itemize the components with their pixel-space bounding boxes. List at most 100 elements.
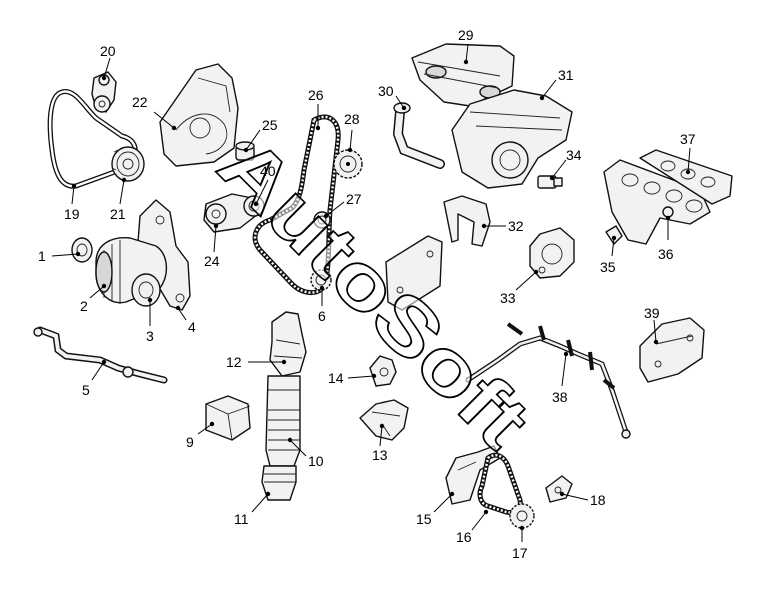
- callout-30-number: 30: [378, 83, 394, 99]
- part-29-valve-cover: [411, 43, 515, 107]
- callout-37-number: 37: [680, 131, 696, 147]
- part-28-camshaft-sprocket: [333, 149, 363, 179]
- callout-1: 1: [38, 248, 81, 264]
- callout-32: 32: [481, 218, 524, 234]
- callout-35-number: 35: [600, 259, 616, 275]
- callout-5: 5: [82, 359, 107, 398]
- part-18-guide: [545, 475, 573, 503]
- part-37-manifold-gasket: [639, 149, 733, 205]
- callout-15: 15: [416, 491, 455, 527]
- part-11-shaft-end: [261, 465, 297, 501]
- callout-38-number: 38: [552, 389, 568, 405]
- callout-11-number: 11: [234, 511, 249, 527]
- callout-28-number: 28: [344, 111, 360, 127]
- callout-39-number: 39: [644, 305, 660, 321]
- callout-18-number: 18: [590, 492, 606, 508]
- part-36-exhaust-manifold: [603, 159, 711, 245]
- callout-38: 38: [552, 351, 569, 405]
- callout-1-number: 1: [38, 248, 46, 264]
- callout-34: 34: [549, 147, 582, 181]
- callout-5-number: 5: [82, 382, 90, 398]
- part-38-wiring-harness: [465, 322, 631, 439]
- callout-25-number: 25: [262, 117, 278, 133]
- part-10-shaft-section: [265, 375, 301, 467]
- part-35-clip: [605, 225, 623, 245]
- callout-13-number: 13: [372, 447, 388, 463]
- callout-22: 22: [132, 94, 177, 131]
- callout-40-number: 40: [260, 163, 276, 179]
- part-12-upper-housing: [269, 311, 307, 377]
- callout-30: 30: [378, 83, 407, 111]
- callout-6: 6: [318, 285, 326, 324]
- callout-15-number: 15: [416, 511, 432, 527]
- callout-21-number: 21: [110, 206, 126, 222]
- callout-4: 4: [175, 305, 196, 335]
- part-21-pulley: [111, 146, 145, 182]
- callout-24-number: 24: [204, 253, 220, 269]
- callout-2: 2: [80, 283, 107, 314]
- part-24-timing-tensioner: [203, 193, 265, 233]
- part-1-pulley-bush: [71, 237, 93, 263]
- part-9-engine-mount: [205, 395, 251, 441]
- part-22-timing-cover: [159, 63, 239, 167]
- part-20-belt-tensioner: [91, 71, 117, 113]
- callout-20: 20: [100, 43, 116, 81]
- callout-25: 25: [243, 117, 278, 153]
- callouts: 1 2 3 4 5 6 9 10 11 12 13 14 15 16 17 18…: [38, 27, 696, 561]
- callout-36-number: 36: [658, 246, 674, 262]
- callout-3-number: 3: [146, 328, 154, 344]
- part-17-sprocket: [509, 503, 535, 529]
- callout-19-number: 19: [64, 206, 80, 222]
- callout-16-number: 16: [456, 529, 472, 545]
- callout-26: 26: [308, 87, 324, 131]
- part-26-timing-belt: [252, 114, 341, 295]
- callout-12-number: 12: [226, 354, 242, 370]
- callout-37: 37: [680, 131, 696, 175]
- callout-13: 13: [372, 423, 388, 463]
- callout-16: 16: [456, 509, 489, 545]
- part-6-crank-sprocket: [310, 269, 332, 291]
- part-13-mount-bracket: [359, 399, 409, 441]
- callout-36: 36: [658, 215, 674, 262]
- callout-3: 3: [146, 297, 154, 344]
- callout-32-number: 32: [508, 218, 524, 234]
- callout-2-number: 2: [80, 298, 88, 314]
- callout-35: 35: [600, 235, 617, 275]
- part-33-throttle-body: [529, 227, 575, 279]
- callout-12: 12: [226, 354, 287, 370]
- callout-27-number: 27: [346, 191, 362, 207]
- callout-10-number: 10: [308, 453, 324, 469]
- callout-20-number: 20: [100, 43, 116, 59]
- callout-29: 29: [458, 27, 474, 65]
- callout-26-number: 26: [308, 87, 324, 103]
- part-14-engine-mount: [369, 355, 397, 387]
- callout-27: 27: [323, 191, 362, 219]
- callout-17-number: 17: [512, 545, 528, 561]
- callout-28: 28: [344, 111, 360, 153]
- callout-9: 9: [186, 421, 215, 450]
- callout-33-number: 33: [500, 290, 516, 306]
- callout-29-number: 29: [458, 27, 474, 43]
- callout-18: 18: [559, 491, 606, 508]
- callout-11: 11: [234, 491, 271, 527]
- part-3-alternator-pulley: [131, 273, 161, 307]
- callout-33: 33: [500, 269, 539, 306]
- part-19-accessory-belt: [47, 89, 138, 189]
- callout-34-number: 34: [566, 147, 582, 163]
- callout-14-number: 14: [328, 370, 344, 386]
- callout-6-number: 6: [318, 308, 326, 324]
- callout-17: 17: [512, 525, 528, 561]
- callout-14: 14: [328, 370, 377, 386]
- callout-9-number: 9: [186, 434, 194, 450]
- part-31-intake-manifold: [451, 89, 573, 189]
- callout-10: 10: [287, 437, 324, 469]
- part-32-bracket: [443, 195, 491, 247]
- callout-40: 40: [253, 163, 276, 207]
- part-30-breather-hose: [392, 102, 445, 169]
- part-5-coolant-pipe: [33, 326, 168, 384]
- callout-19: 19: [64, 183, 80, 222]
- callout-4-number: 4: [188, 319, 196, 335]
- callout-21: 21: [110, 177, 127, 222]
- callout-31-number: 31: [558, 67, 574, 83]
